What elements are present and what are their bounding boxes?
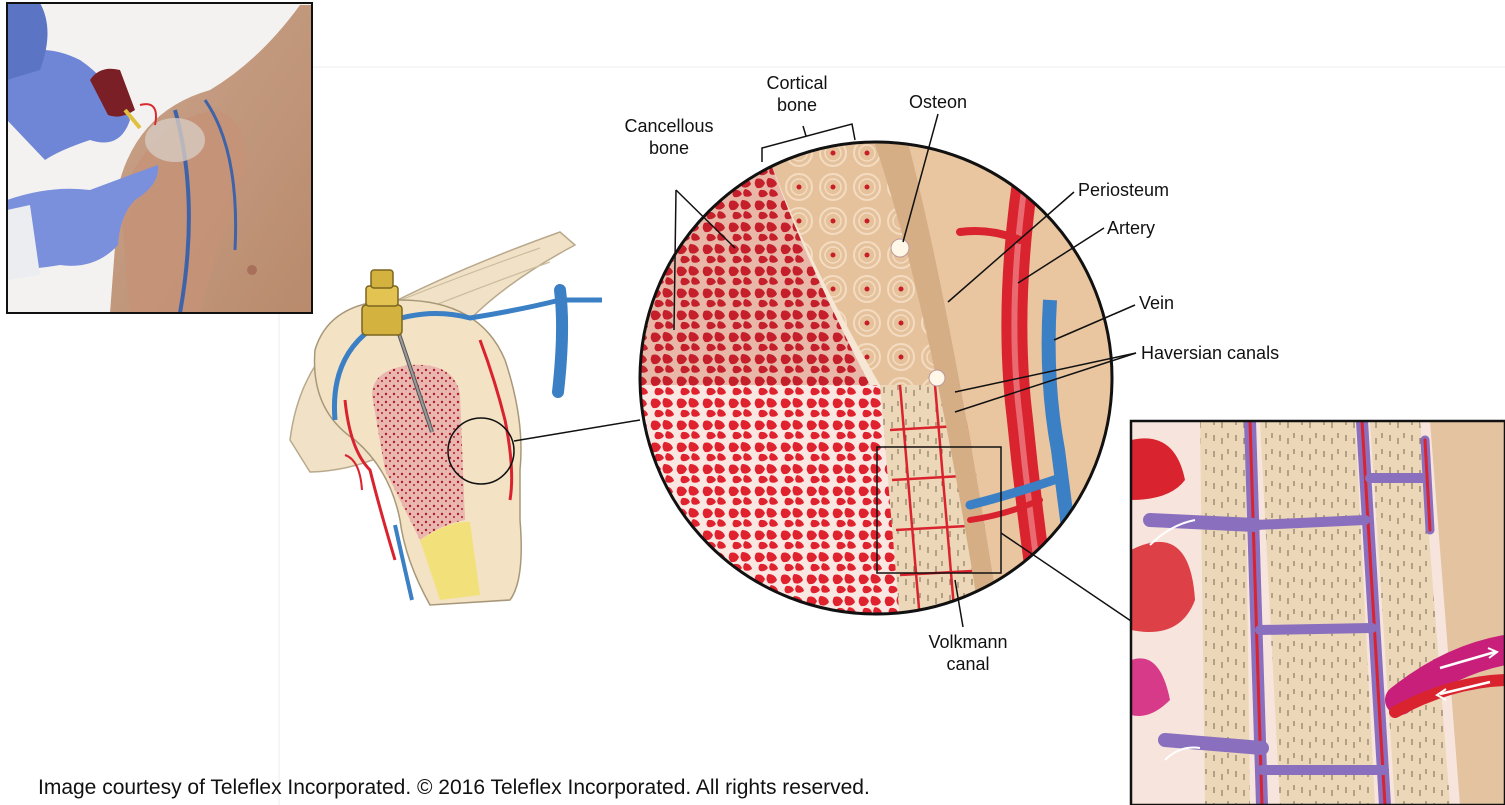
- label-periosteum: Periosteum: [1078, 180, 1169, 200]
- label-haversian: Haversian canals: [1141, 343, 1279, 363]
- label-cortical-1: Cortical: [766, 73, 827, 93]
- label-vein: Vein: [1139, 293, 1174, 313]
- image-credit: Image courtesy of Teleflex Incorporated.…: [38, 776, 870, 800]
- label-volkmann-2: canal: [946, 654, 989, 674]
- canal-detail-inset: [1131, 421, 1505, 805]
- label-volkmann-1: Volkmann: [928, 632, 1007, 652]
- label-osteon: Osteon: [909, 92, 967, 112]
- label-cancellous-1: Cancellous: [624, 116, 713, 136]
- label-artery: Artery: [1107, 218, 1155, 238]
- procedure-photo: [7, 3, 312, 313]
- magnified-bone-section: [630, 130, 1131, 630]
- label-cancellous-2: bone: [649, 138, 689, 158]
- label-cortical-2: bone: [777, 95, 817, 115]
- humerus-overview: [290, 232, 640, 605]
